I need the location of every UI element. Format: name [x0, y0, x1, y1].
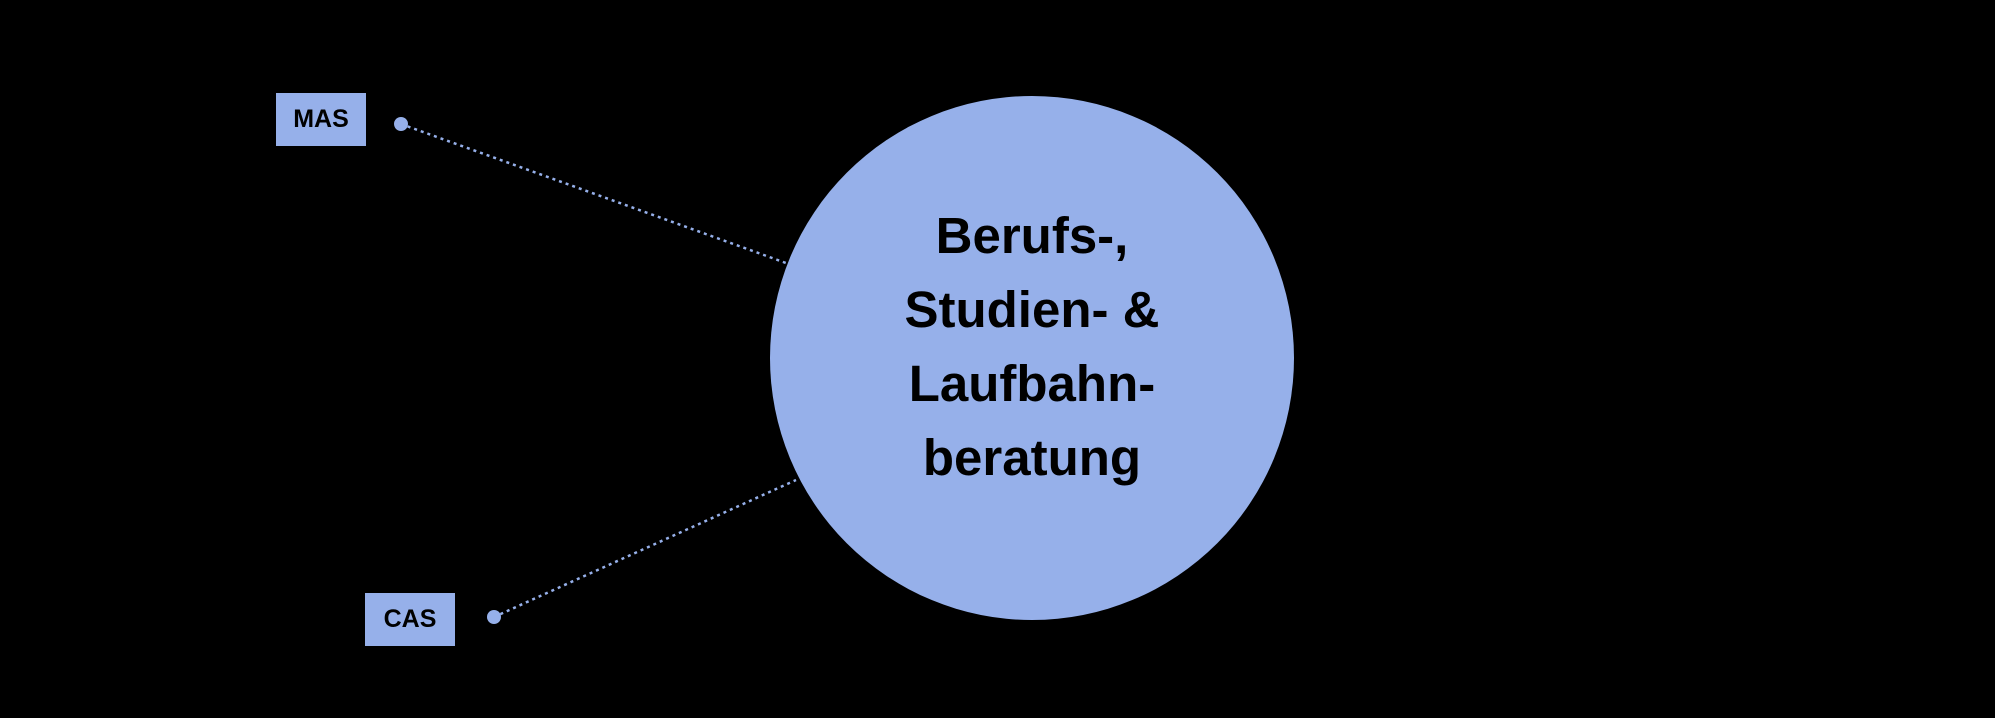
connector-cas-line: [493, 478, 797, 619]
central-topic-circle: Berufs-, Studien- & Laufbahn- beratung: [770, 96, 1294, 620]
connector-cas-dot: [487, 610, 501, 624]
central-topic-line-1: Berufs-,: [935, 207, 1129, 264]
central-topic-line-4: beratung: [922, 429, 1142, 486]
central-topic-line-3: Laufbahn-: [908, 355, 1156, 412]
tag-cas: CAS: [365, 593, 455, 646]
tag-cas-label: CAS: [383, 605, 437, 633]
tag-mas: MAS: [276, 93, 366, 146]
central-topic-title: Berufs-, Studien- & Laufbahn- beratung: [905, 199, 1160, 495]
central-topic-line-2: Studien- &: [904, 281, 1160, 338]
connector-mas-line: [400, 122, 787, 265]
tag-mas-label: MAS: [293, 105, 349, 133]
connector-mas-dot: [394, 117, 408, 131]
